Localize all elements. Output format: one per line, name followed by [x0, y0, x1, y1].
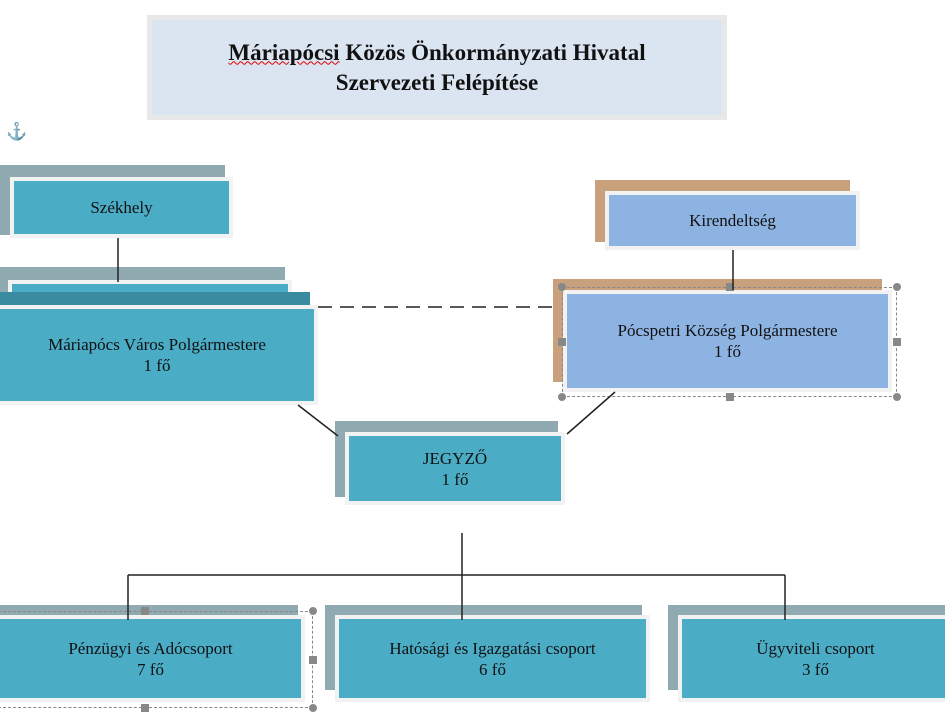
connector-pocspetri-jegyzo: [566, 391, 616, 435]
penzugyi-label: Pénzügyi és Adócsoport: [68, 638, 233, 658]
mariapocs-mayor-box[interactable]: Máriapócs Város Polgármestere 1 fő: [0, 305, 318, 405]
resize-handle[interactable]: [893, 393, 901, 401]
resize-handle[interactable]: [558, 338, 566, 346]
jegyzo-label: JEGYZŐ: [422, 448, 488, 468]
szekhely-box[interactable]: Székhely: [10, 177, 233, 238]
pocspetri-mayor-label: Pócspetri Község Polgármestere: [617, 321, 838, 340]
resize-handle[interactable]: [726, 393, 734, 401]
hatosagi-box[interactable]: Hatósági és Igazgatási csoport 6 fő: [335, 615, 650, 702]
resize-handle[interactable]: [893, 283, 901, 291]
resize-handle[interactable]: [141, 704, 149, 712]
penzugyi-count: 7 fő: [137, 659, 164, 679]
resize-handle[interactable]: [309, 704, 317, 712]
szekhely-label: Székhely: [90, 198, 153, 217]
mariapocs-band: [0, 292, 310, 306]
anchor-icon[interactable]: ⚓: [6, 122, 28, 141]
jegyzo-count: 1 fő: [441, 469, 469, 489]
connector-mariapocs-jegyzo: [297, 404, 339, 437]
hatosagi-count: 6 fő: [479, 659, 506, 679]
ugyviteli-count: 3 fő: [802, 659, 829, 679]
resize-handle[interactable]: [141, 607, 149, 615]
kirendeltseg-label: Kirendeltség: [689, 211, 776, 230]
resize-handle[interactable]: [309, 656, 317, 664]
penzugyi-box[interactable]: Pénzügyi és Adócsoport 7 fő: [0, 615, 305, 702]
resize-handle[interactable]: [726, 283, 734, 291]
title-box: Máriapócsi Közös Önkormányzati Hivatal S…: [147, 15, 727, 120]
ugyviteli-label: Ügyviteli csoport: [756, 638, 875, 658]
hatosagi-label: Hatósági és Igazgatási csoport: [389, 638, 596, 658]
resize-handle[interactable]: [309, 607, 317, 615]
resize-handle[interactable]: [558, 393, 566, 401]
jegyzo-box[interactable]: JEGYZŐ 1 fő: [345, 432, 565, 505]
ugyviteli-box[interactable]: Ügyviteli csoport 3 fő: [678, 615, 945, 702]
title-line-2: Szervezeti Felépítése: [335, 69, 539, 95]
kirendeltseg-box[interactable]: Kirendeltség: [605, 191, 860, 250]
resize-handle[interactable]: [893, 338, 901, 346]
pocspetri-mayor-box[interactable]: Pócspetri Község Polgármestere 1 fő: [563, 290, 892, 392]
mariapocs-mayor-count: 1 fő: [143, 356, 171, 375]
title-line-1: Máriapócsi Közös Önkormányzati Hivatal: [228, 39, 646, 65]
resize-handle[interactable]: [558, 283, 566, 291]
mariapocs-mayor-label: Máriapócs Város Polgármestere: [48, 335, 266, 354]
pocspetri-mayor-count: 1 fő: [714, 342, 741, 361]
